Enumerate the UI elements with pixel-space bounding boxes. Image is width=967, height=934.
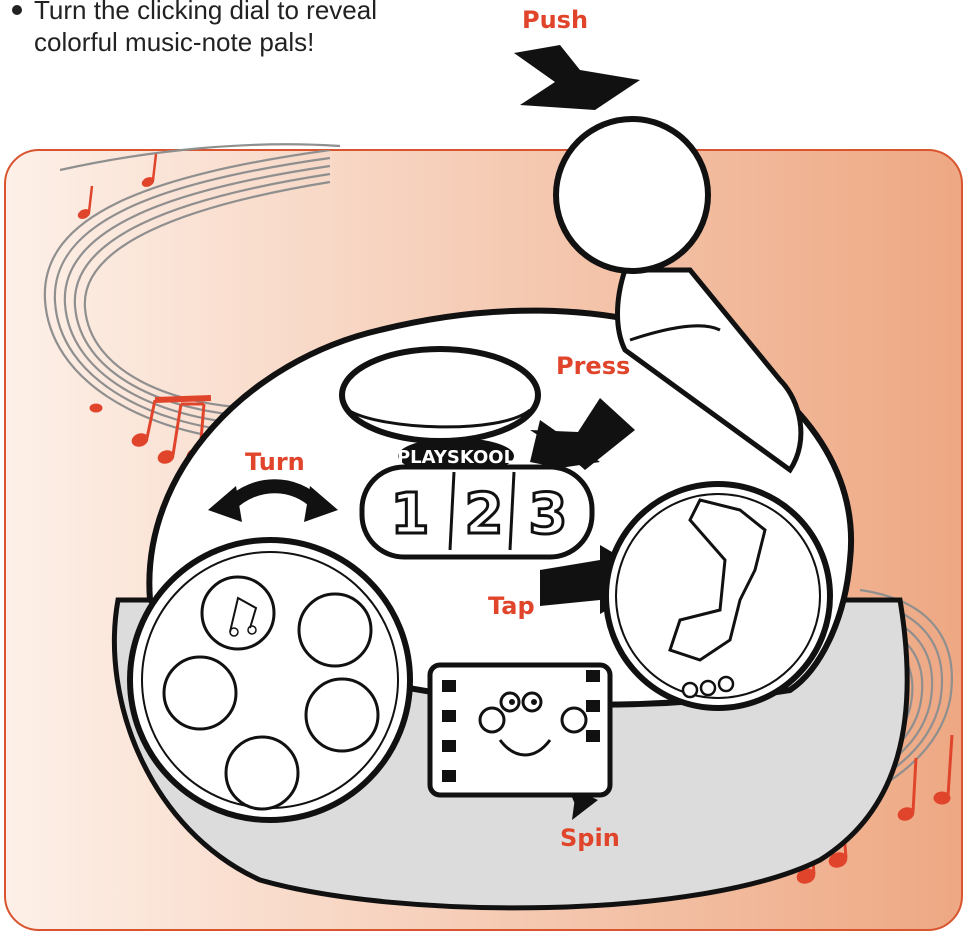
label-turn: Turn [245,448,305,476]
button-3[interactable]: 3 [529,482,568,547]
dial-window-music-pal [202,577,274,649]
dial-window [164,657,236,729]
label-spin: Spin [560,824,620,852]
label-push: Push [522,6,588,34]
instruction-line-2: colorful music-note pals! [0,26,470,58]
instruction-text: Turn the clicking dial to reveal colorfu… [0,0,470,58]
label-press: Press [556,352,630,380]
push-ball[interactable] [556,119,708,271]
button-2[interactable]: 2 [465,482,504,547]
label-tap: Tap [488,592,535,620]
bullet-icon [12,5,22,15]
dial-window [306,679,378,751]
dial-window [226,737,298,809]
number-buttons: 1 2 3 [391,472,568,550]
push-arrow [514,45,640,110]
spin-roller[interactable] [430,665,610,795]
button-1[interactable]: 1 [391,482,430,547]
dial-window [299,594,371,666]
instruction-line-1: Turn the clicking dial to reveal [34,0,377,25]
